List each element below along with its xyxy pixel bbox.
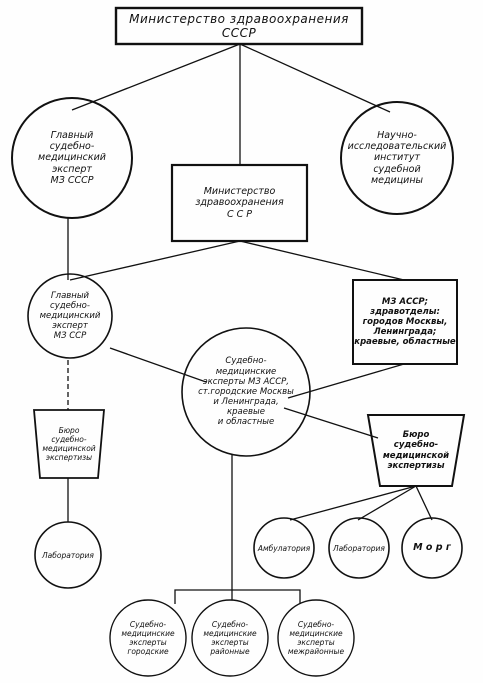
box-ministry-republic (170, 163, 309, 243)
circle-experts-interdistrict (277, 599, 355, 677)
label-mz-assr: МЗ АССР; здравотделы: городов Москвы, Ле… (354, 296, 456, 348)
trapezoid-bureau-right (366, 414, 466, 487)
label-forensic-experts: Судебно- медицинские эксперты МЗ АССР, с… (198, 356, 294, 428)
circle-chief-expert-assr (27, 273, 113, 359)
circle-experts-city (109, 599, 187, 677)
circle-forensic-experts (181, 327, 311, 457)
circle-lab-right (328, 517, 390, 579)
connector-mzassr-experts (287, 363, 405, 399)
label-chief-expert-assr: Главный судебно- медицинский эксперт МЗ … (39, 290, 101, 342)
circle-ambulatory (253, 517, 315, 579)
label-morgue: М о р г (413, 542, 451, 554)
connector-republic-chief (69, 240, 241, 281)
label-experts-city: Судебно- медицинские эксперты городские (121, 620, 175, 656)
label-chief-expert-ussr: Главный судебно- медицинский эксперт МЗ … (38, 129, 106, 187)
label-experts-interdistrict: Судебно- медицинские эксперты межрайонны… (287, 620, 345, 656)
circle-experts-district (191, 599, 269, 677)
connector-chief-experts (109, 347, 207, 383)
label-research-institute: Научно- исследовательский институт судеб… (347, 129, 447, 187)
circle-chief-expert-ussr (11, 97, 133, 219)
connector-ministry-institute (239, 43, 391, 113)
trapezoid-bureau-left (33, 409, 105, 479)
box-mz-assr (352, 279, 458, 365)
connector-ministry-chief (71, 43, 241, 111)
label-bureau-left: Бюро судебно- медицинской экспертизы (42, 426, 96, 462)
circle-lab-left (34, 521, 102, 589)
label-bureau-right: Бюро судебно- медицинской экспертизы (382, 430, 450, 471)
connector-experts-subordinates (174, 455, 233, 604)
circle-morgue (401, 517, 463, 579)
label-experts-district: Судебно- медицинские эксперты районные (203, 620, 257, 656)
label-ministry-ussr: Министерство здравоохранения СССР (129, 11, 349, 40)
connector-republic-mzassr (239, 240, 405, 281)
label-lab-left: Лаборатория (42, 550, 94, 560)
connector-bureau-right-amb (289, 485, 417, 521)
connector-experts-interdistrict (232, 589, 301, 604)
connector-experts-bureau-right (283, 407, 379, 439)
connector-bureau-right-lab (357, 485, 417, 521)
circle-research-institute (340, 101, 454, 215)
box-ministry-ussr (114, 6, 364, 46)
connector-bureau-right-morgue (415, 485, 433, 521)
label-lab-right: Лаборатория (333, 543, 385, 553)
label-ministry-republic: Министерство здравоохранения С С Р (195, 185, 284, 220)
label-ambulatory: Амбулатория (257, 543, 311, 553)
